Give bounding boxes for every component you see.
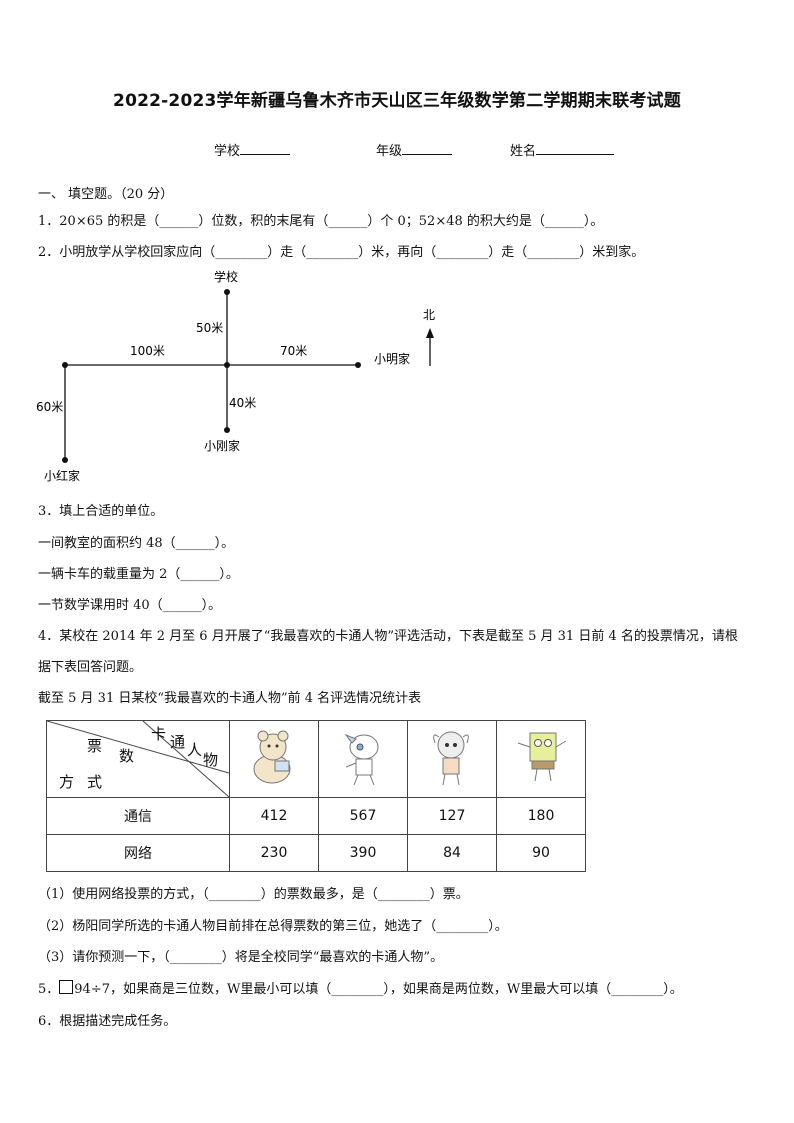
row-label-tongxin: 通信 (46, 797, 230, 835)
north-label: 北 (423, 308, 435, 322)
question-4-1: （1）使用网络投票的方式，（________）的票数最多，是（________）… (38, 887, 469, 902)
distance-100-label: 100米 (130, 344, 165, 358)
cell-wangluo-2: 390 (318, 834, 408, 872)
school-label: 学校 (214, 269, 238, 284)
section-heading: 一、 填空题。（20 分） (38, 187, 174, 202)
cell-tongxin-2: 567 (318, 797, 408, 835)
vote-table: 票 数 卡 通 人 物 方 式 (46, 720, 586, 872)
header-shu: 数 (119, 747, 135, 765)
header-ren: 人 (187, 741, 203, 759)
school-label: 学校 (214, 144, 241, 159)
distance-40-label: 40米 (229, 396, 256, 410)
grade-label: 年级 (376, 144, 403, 159)
route-map: 学校 小明家 小刚家 小红家 100米 70米 50米 40米 60米 北 (36, 269, 435, 483)
digit-box[interactable] (59, 980, 74, 994)
distance-60-label: 60米 (36, 400, 63, 414)
bear-icon (253, 730, 291, 784)
row-label-wangluo: 网络 (46, 834, 230, 872)
dog-icon (344, 733, 379, 786)
question-3: 3．填上合适的单位。 (38, 504, 164, 519)
header-wu: 物 (203, 751, 219, 769)
grade-blank[interactable] (402, 142, 453, 155)
question-4-2: （2）杨阳同学所选的卡通人物目前排在总得票数的第三位，她选了（________）… (38, 919, 508, 934)
cartoon-goat-image (407, 720, 497, 798)
school-dot (224, 289, 230, 295)
question-3c: 一节数学课用时 40（______）。 (38, 598, 222, 613)
header-diagonal-lines (47, 721, 229, 797)
header-ka: 卡 (151, 725, 167, 743)
center-junction-dot (224, 362, 230, 368)
goat-icon (433, 731, 469, 786)
name-field: 姓名 (510, 140, 615, 159)
school-blank[interactable] (240, 142, 291, 155)
header-fang: 方 (59, 773, 75, 791)
question-2: 2．小明放学从学校回家应向（________）走（________）米，再向（_… (38, 245, 645, 260)
cell-tongxin-3: 127 (407, 797, 497, 835)
cell-tongxin-1: 412 (229, 797, 319, 835)
question-4-line2: 据下表回答问题。 (38, 660, 143, 675)
cell-wangluo-1: 230 (229, 834, 319, 872)
header-tong: 通 (170, 733, 186, 751)
question-1: 1．20×65 的积是（______）位数，积的末尾有（______）个 0；5… (38, 214, 604, 229)
cell-wangluo-4: 90 (496, 834, 586, 872)
header-piao: 票 (87, 737, 103, 755)
question-5: 5． 94÷7，如果商是三位数，W里最小可以填（________），如果商是两位数… (38, 978, 683, 997)
xiaogang-label: 小刚家 (204, 438, 240, 453)
question-6: 6．根据描述完成任务。 (38, 1014, 177, 1029)
distance-50-label: 50米 (196, 321, 223, 335)
school-field: 学校 (214, 140, 291, 159)
grade-field: 年级 (376, 140, 453, 159)
page-title: 2022-2023学年新疆乌鲁木齐市天山区三年级数学第二学期期末联考试题 (113, 91, 681, 111)
xiaohong-label: 小红家 (44, 468, 80, 483)
xiaohong-home-dot (62, 457, 68, 463)
table-caption: 截至 5 月 31 日某校“我最喜欢的卡通人物”前 4 名评选情况统计表 (38, 691, 422, 706)
question-4-3: （3）请你预测一下，（________）将是全校同学“最喜欢的卡通人物”。 (38, 950, 444, 965)
north-arrow-icon (426, 328, 434, 338)
xiaoming-label: 小明家 (374, 351, 410, 366)
west-junction-dot (62, 362, 68, 368)
cartoon-sponge-image (496, 720, 586, 798)
cartoon-bear-image (229, 720, 319, 798)
question-5-text: 94÷7，如果商是三位数，W里最小可以填（________），如果商是两位数，W… (74, 982, 683, 997)
header-shi: 式 (87, 773, 103, 791)
name-blank[interactable] (536, 142, 615, 155)
question-3a: 一间教室的面积约 48（______）。 (38, 536, 235, 551)
question-5-number: 5． (38, 982, 60, 997)
cell-wangluo-3: 84 (407, 834, 497, 872)
name-label: 姓名 (510, 144, 537, 159)
question-3b: 一辆卡车的载重量为 2（______）。 (38, 567, 239, 582)
cell-tongxin-4: 180 (496, 797, 586, 835)
sponge-icon (517, 732, 567, 782)
distance-70-label: 70米 (280, 344, 307, 358)
table-header-diagonal: 票 数 卡 通 人 物 方 式 (46, 720, 230, 798)
xiaoming-home-dot (355, 362, 361, 368)
xiaogang-home-dot (224, 427, 230, 433)
cartoon-dog-image (318, 720, 408, 798)
question-4-line1: 4．某校在 2014 年 2 月至 6 月开展了“我最喜欢的卡通人物”评选活动，… (38, 629, 738, 644)
